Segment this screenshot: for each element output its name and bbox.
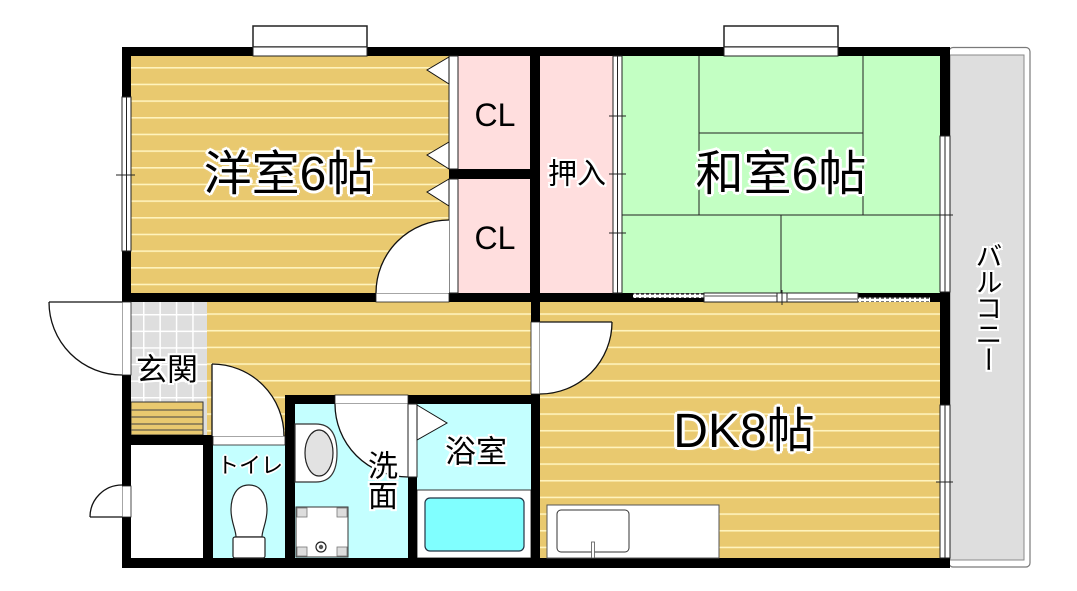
triangle-icon [426, 56, 450, 85]
western-room-door-arc [375, 219, 450, 294]
wall-top [122, 47, 950, 56]
closet-lower-label: CL [474, 220, 516, 256]
entrance-door-swing [49, 302, 122, 375]
walls [122, 47, 950, 568]
fixtures [230, 423, 720, 559]
storage-door-arc [89, 484, 123, 518]
triangle-icon [416, 404, 448, 441]
japanese-room-rail-left [633, 293, 704, 298]
pan-corner [296, 507, 308, 518]
entrance-label: 玄関 [136, 352, 198, 388]
hallway-floor [207, 302, 531, 395]
bathroom-label: 浴室 [445, 434, 507, 470]
triangle-icon [426, 141, 450, 170]
swing-doors [48, 219, 613, 518]
balcony [948, 46, 1031, 568]
dk-door-swing [540, 322, 612, 394]
wall-storage-toilet [203, 435, 213, 568]
toilet-bowl [230, 484, 268, 538]
wall-entrance-bottom [122, 435, 213, 445]
drain-center [318, 544, 324, 550]
toilet-label: トイレ [216, 453, 284, 478]
toilet-fixture [230, 484, 268, 559]
storage-door-swing [90, 485, 122, 517]
window-western-top-frame [252, 25, 368, 48]
closet-upper-floor [458, 56, 530, 169]
wall-bath-top [285, 395, 540, 404]
closet-upper-door [448, 55, 459, 170]
tatami-lines [622, 56, 940, 293]
storage-door-opening [121, 485, 132, 518]
japanese-room-label: 和室6帖 [695, 148, 867, 201]
entrance-door-arc [48, 301, 123, 376]
washbasin-bowl [304, 429, 334, 477]
washroom-door-arc [334, 403, 409, 478]
triangle-icon [426, 178, 450, 207]
toilet-tank [232, 536, 266, 559]
balcony-label: バルコニー [971, 242, 1002, 372]
japanese-room-door-left [703, 292, 778, 303]
western-room-door-swing [376, 220, 449, 293]
toilet-door-arc [211, 363, 285, 437]
washroom-label: 洗面 [363, 450, 396, 510]
washroom-door-opening [334, 394, 409, 405]
window-japanese-top [723, 46, 839, 57]
western-room-label: 洋室6帖 [203, 148, 375, 201]
western-room-door-opening [375, 292, 450, 303]
oshiire-label: 押入 [547, 158, 607, 191]
washbasin [294, 423, 338, 483]
washing-machine-pan [295, 506, 349, 558]
wall-dk-left [531, 302, 540, 568]
toilet-door-opening [212, 435, 286, 446]
bathtub [424, 497, 525, 552]
wall-closet-oshiire [530, 56, 540, 302]
wall-right [940, 47, 950, 568]
pan-corner [336, 546, 348, 557]
wall-washroom-bathroom [408, 477, 417, 568]
closet-lower-door [448, 178, 459, 294]
dk-door-arc [539, 321, 613, 395]
bathroom-door [407, 403, 418, 478]
window-western-top [252, 46, 368, 57]
oshiire-floor [540, 56, 613, 293]
wall-closet-divider [449, 169, 530, 179]
balcony-floor [949, 54, 1025, 561]
windows [116, 25, 953, 559]
washroom-door-swing [335, 404, 408, 477]
closet-lower-floor [458, 179, 530, 293]
dk-door-opening [530, 321, 541, 395]
closet-upper-label: CL [474, 97, 516, 133]
wall-toilet-washroom [285, 395, 295, 568]
kitchen-faucet [591, 541, 595, 559]
japanese-room-door-right [786, 292, 859, 303]
pan-corner [336, 507, 348, 518]
dining-kitchen-label: DK8帖 [673, 405, 815, 458]
entrance-tile-floor [131, 302, 207, 402]
kitchen-counter [546, 504, 720, 559]
entrance-door-opening [121, 301, 132, 376]
storage-floor [131, 445, 203, 558]
toilet-door-swing [212, 364, 284, 436]
japanese-room-rail-right [858, 297, 930, 302]
pan-corner [296, 546, 308, 557]
window-japanese-top-frame [723, 25, 839, 48]
